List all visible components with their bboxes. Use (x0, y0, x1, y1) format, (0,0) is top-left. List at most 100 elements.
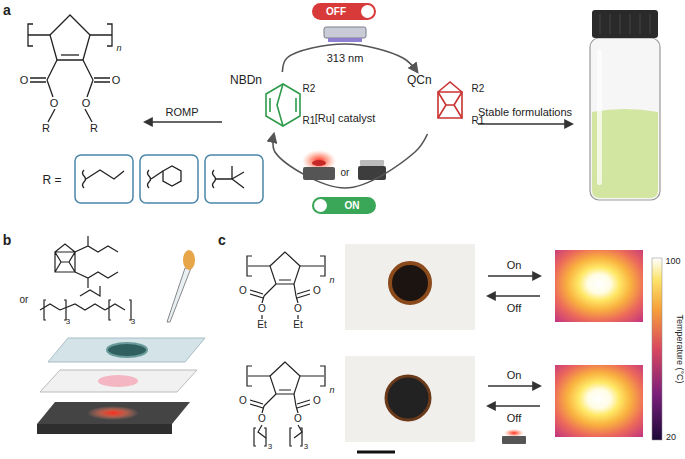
atom-label: R (90, 123, 98, 134)
uv-lamp (324, 27, 366, 38)
switch-label: Off (507, 413, 521, 424)
panel-letter: a (3, 3, 11, 17)
switch-label: On (507, 370, 522, 381)
thermal-image (555, 365, 643, 437)
polymer-structure (28, 34, 112, 35)
substituent-box (75, 155, 263, 203)
scale-value: 100 (665, 257, 680, 266)
repeat-index: n (329, 386, 334, 395)
quadricyclane-structure (438, 92, 462, 118)
polymer-structure (28, 15, 112, 122)
vial (590, 38, 660, 200)
stirrer-icon (358, 160, 386, 180)
crosslinker-structure (105, 300, 131, 320)
switch-arrow (488, 385, 540, 386)
stirrer-icon (360, 160, 384, 166)
quadricyclane-structure (438, 82, 462, 118)
polymer-structure (247, 362, 325, 446)
polymer-structure (50, 15, 90, 60)
reaction-arrow (282, 44, 417, 72)
atom-label: O (20, 75, 29, 86)
sample-assembly (98, 375, 138, 387)
switch-arrow (488, 276, 540, 406)
atom-label: O (112, 75, 121, 86)
monomer-structure (55, 244, 75, 272)
scale-value: 20 (666, 433, 676, 442)
polymer-structure (247, 366, 325, 386)
scale-bar (357, 451, 395, 454)
colour-bar (652, 258, 662, 440)
polymer-structure (270, 362, 300, 394)
substituent-structure (163, 166, 181, 186)
substituent-structure (148, 170, 151, 188)
sample-assembly (40, 370, 197, 392)
stirrer-icon (358, 166, 386, 180)
repeat-index: n (329, 276, 334, 285)
sample-assembly (107, 343, 147, 357)
substituent-structure (151, 171, 163, 179)
condition-label: [Ru] catalyst (315, 113, 376, 124)
hotplate-icon (303, 167, 335, 180)
axis-title: Temperature (°C) (675, 314, 684, 383)
outcome-label: Stable formulations (478, 107, 572, 118)
atom-label: O (239, 396, 247, 406)
sample-photo (345, 244, 475, 442)
monomer-structure (75, 236, 118, 252)
off-switch: OFF (312, 3, 376, 20)
repeat-index: 3 (268, 443, 272, 451)
atom-label: O (294, 414, 302, 424)
romp-arrow (145, 121, 222, 122)
switch-text: ON (345, 201, 360, 211)
monomer-structure (55, 236, 118, 288)
reaction-arrow (273, 134, 428, 188)
sample-photo (345, 244, 475, 330)
switch-knob (361, 5, 374, 18)
norbornadiene-structure (270, 98, 296, 112)
polymer-structure (28, 24, 112, 46)
atom-label: Et (293, 320, 302, 330)
substituent-structure (83, 166, 245, 188)
polymer-structure (294, 284, 310, 319)
norbornadiene-structure (266, 84, 300, 126)
atom-label: O (82, 98, 91, 109)
condition-label: 313 nm (327, 53, 364, 64)
pipette (167, 268, 191, 322)
thermal-image (555, 250, 643, 437)
atom-label: O (294, 304, 302, 314)
hotplate-icon (502, 436, 526, 444)
norbornadiene-structure (266, 84, 300, 126)
atom-label: O (239, 286, 247, 296)
crosslinker-structure (40, 286, 131, 320)
monomer-structure (75, 272, 118, 288)
reaction-label: ROMP (166, 107, 199, 118)
switch-arrow (488, 275, 540, 276)
polymer-structure (61, 54, 79, 55)
atom-label: R (42, 123, 50, 134)
polymer-structure (254, 428, 302, 446)
atom-label: O (313, 286, 321, 296)
atom-label: O (258, 304, 266, 314)
switch-arrow (488, 295, 540, 296)
substituent-structure (213, 170, 216, 188)
norbornadiene-structure (277, 84, 283, 126)
conjunction: or (341, 168, 350, 178)
polymer-structure (83, 60, 110, 122)
switch-label: Off (507, 303, 521, 314)
quadricyclane-structure (438, 82, 462, 92)
quadricyclane-structure (438, 92, 462, 118)
uv-lamp (328, 38, 362, 42)
hotplate-icon (302, 150, 336, 180)
sample-assembly (37, 338, 205, 434)
repeat-index: n (116, 44, 121, 53)
substituent-box (75, 155, 133, 203)
switch-knob (314, 199, 327, 212)
sample-photo (345, 356, 475, 442)
atom-label: Et (257, 320, 266, 330)
substituent-structure (83, 170, 86, 188)
atom-label: O (50, 98, 59, 109)
conjunction: or (20, 295, 29, 305)
polymer-structure (247, 256, 325, 276)
